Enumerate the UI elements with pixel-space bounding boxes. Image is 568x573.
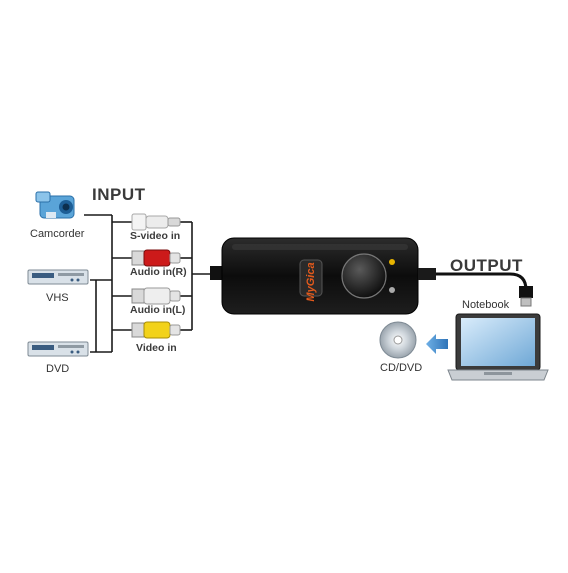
source-label-dvd: DVD <box>46 363 70 375</box>
cd-dvd-disc-icon <box>379 321 417 359</box>
vhs-player-icon <box>27 269 89 285</box>
rca-yellow-plug-icon <box>131 321 181 339</box>
device-led-icon <box>389 259 395 265</box>
capture-device <box>210 237 436 315</box>
rca-white-plug-icon <box>131 287 181 305</box>
device-port-icon <box>389 287 395 293</box>
output-cable <box>436 272 528 291</box>
connector-label-audio-l: Audio in(L) <box>130 304 186 316</box>
connector-label-svideo: S-video in <box>130 230 181 242</box>
cable-usb <box>436 272 528 291</box>
usb-plug-icon <box>519 286 533 307</box>
source-label-vhs: VHS <box>46 292 69 304</box>
dvd-player-icon <box>27 341 89 357</box>
wiring <box>84 214 210 353</box>
source-label-camcorder: Camcorder <box>30 228 85 240</box>
notebook-icon <box>447 313 549 381</box>
output-label-notebook: Notebook <box>462 299 510 311</box>
device-brand-label: MyGica <box>305 262 317 302</box>
input-heading: INPUT <box>92 185 146 204</box>
arrow-left-icon <box>426 334 448 354</box>
device-switch <box>299 259 323 297</box>
device-knob <box>341 253 387 299</box>
s-video-plug-icon <box>131 213 181 231</box>
connector-label-audio-r: Audio in(R) <box>130 266 187 278</box>
rca-red-plug-icon <box>131 249 181 267</box>
connector-label-video: Video in <box>136 342 177 354</box>
output-label-cd-dvd: CD/DVD <box>380 362 423 374</box>
output-heading: OUTPUT <box>450 256 523 275</box>
camcorder-icon <box>35 191 75 219</box>
